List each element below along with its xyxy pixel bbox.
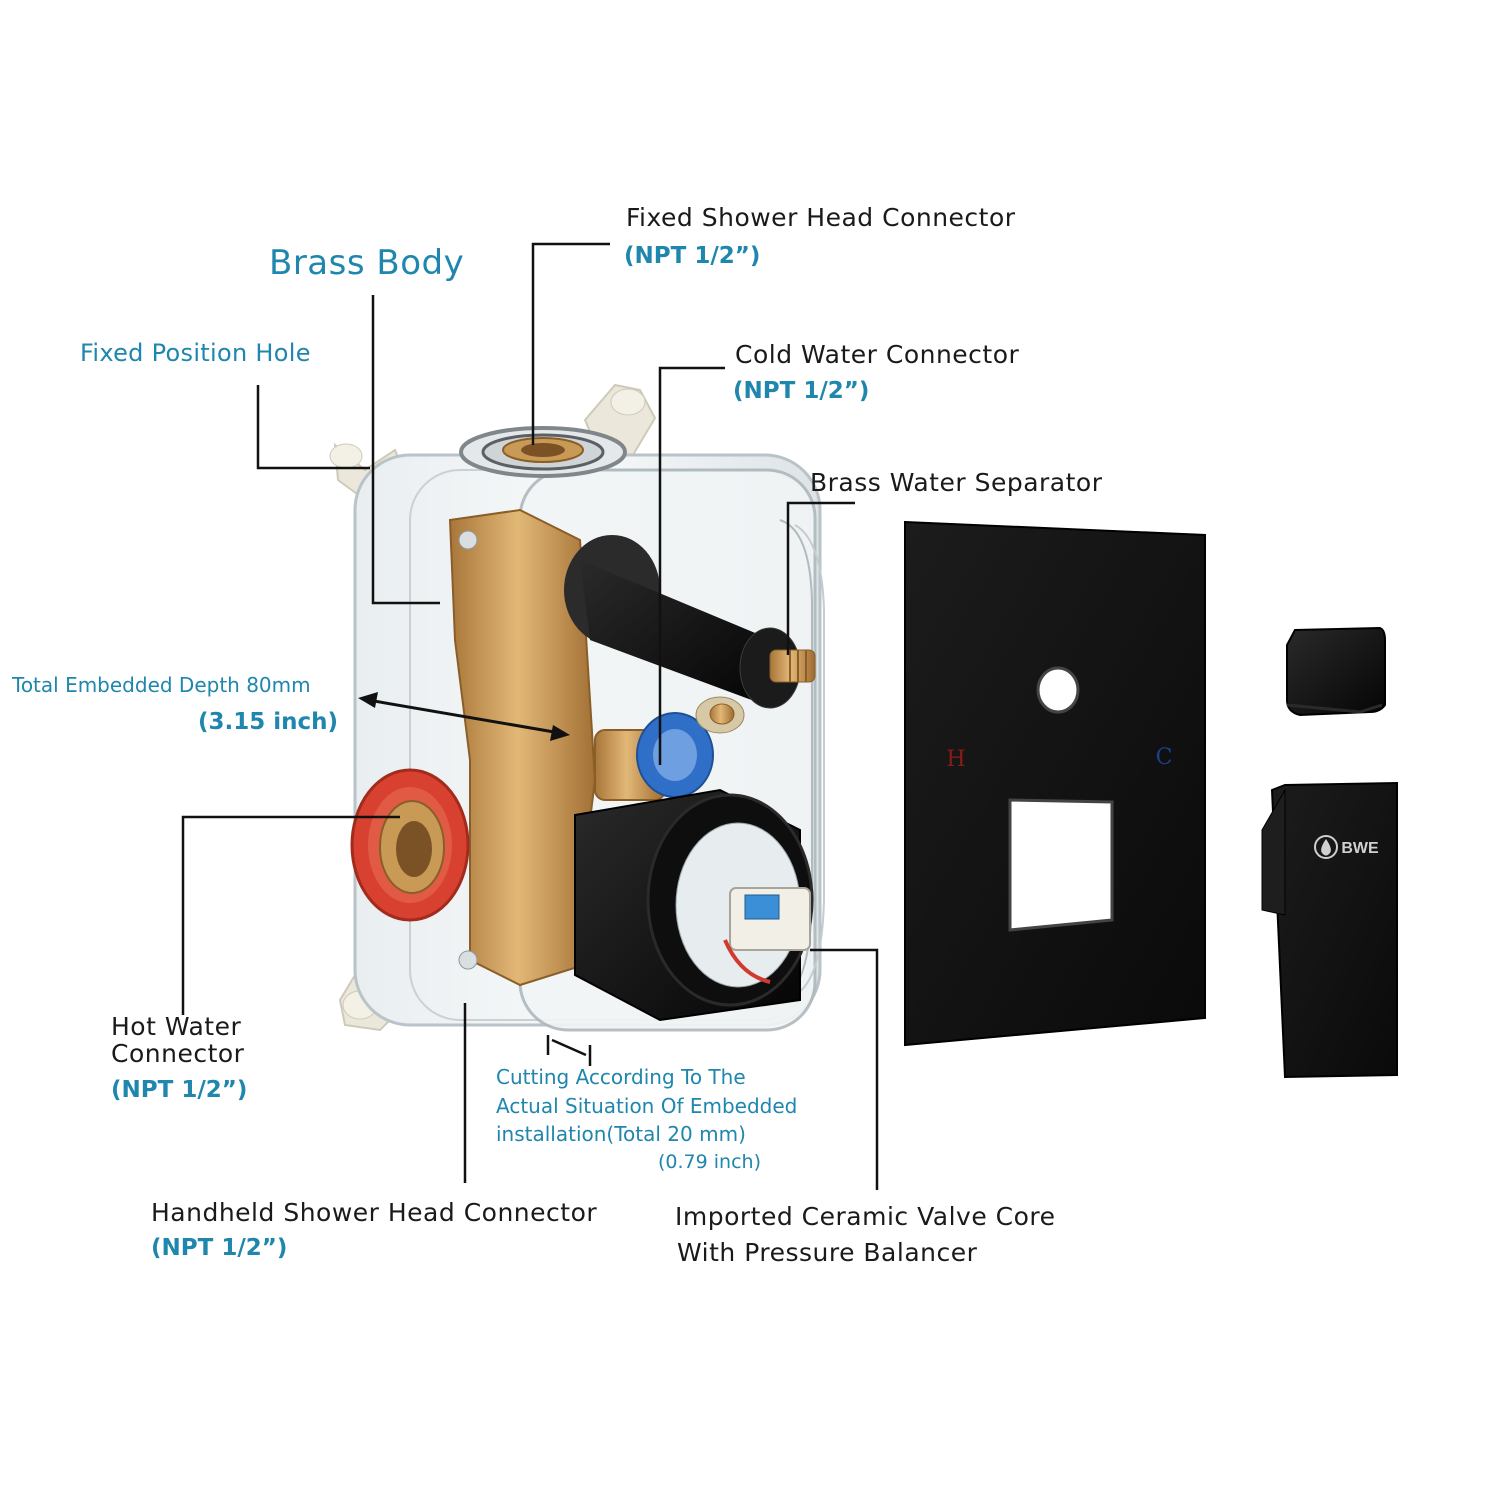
label-cutting-line2: Actual Situation Of Embedded [496,1094,798,1118]
label-valve-core-line1: Imported Ceramic Valve Core [675,1202,1056,1231]
label-embedded-depth: Total Embedded Depth 80mm [12,673,311,697]
leader-fixed-shower [531,242,610,445]
plate-stem-hole [1036,666,1080,714]
label-fixed-shower-head: Fixed Shower Head Connector [626,203,1016,232]
label-valve-core-line2: With Pressure Balancer [677,1238,978,1267]
label-hot-water-line2: Connector [111,1039,245,1068]
leader-fixed-hole [256,385,370,470]
leader-brass-separator [786,501,855,655]
leader-valve-core [810,948,879,1190]
top-outlet [459,426,627,478]
spec-fixed-shower-head: (NPT 1/2”) [624,243,761,269]
spec-cold-water: (NPT 1/2”) [733,378,870,404]
screw-bottom-left [458,950,478,970]
separator-tube [564,535,816,709]
rough-in-valve [329,383,825,1032]
brass-nipple [695,696,745,734]
screw-top-left [458,530,478,550]
leader-brass-body [371,295,440,605]
spec-hot-water: (NPT 1/2”) [111,1077,248,1103]
leader-hot-water [181,815,400,1015]
label-cutting-line4: (0.79 inch) [658,1151,761,1173]
handle-brand: BWE [1341,840,1379,857]
plate-square-cutout [1008,798,1114,932]
label-cutting-line3: installation(Total 20 mm) [496,1122,746,1146]
plate-hot-mark: H [946,747,965,772]
handle-lever: BWE [1261,781,1398,1079]
plate-cold-mark: C [1156,745,1173,770]
spec-handheld-shower-head: (NPT 1/2”) [151,1235,288,1261]
label-fixed-position-hole: Fixed Position Hole [80,339,311,367]
leader-cold-water [658,366,725,765]
label-brass-separator: Brass Water Separator [810,468,1103,497]
label-cutting-line1: Cutting According To The [496,1065,746,1089]
handle-cap [1286,626,1386,717]
label-handheld-shower-head: Handheld Shower Head Connector [151,1198,598,1227]
depth-dimension-arrow [358,692,570,741]
label-cold-water: Cold Water Connector [735,340,1020,369]
hot-inlet [350,768,470,922]
cutting-dimension-arrow [546,1035,592,1066]
bwe-logo-icon: BWE [1314,835,1379,859]
trim-plate: H C [904,520,1206,1047]
ceramic-valve-core [723,887,811,984]
cold-inlet-ring [636,712,714,798]
spec-embedded-depth: (3.15 inch) [198,709,339,735]
label-brass-body: Brass Body [269,243,465,283]
label-hot-water-line1: Hot Water [111,1012,242,1041]
